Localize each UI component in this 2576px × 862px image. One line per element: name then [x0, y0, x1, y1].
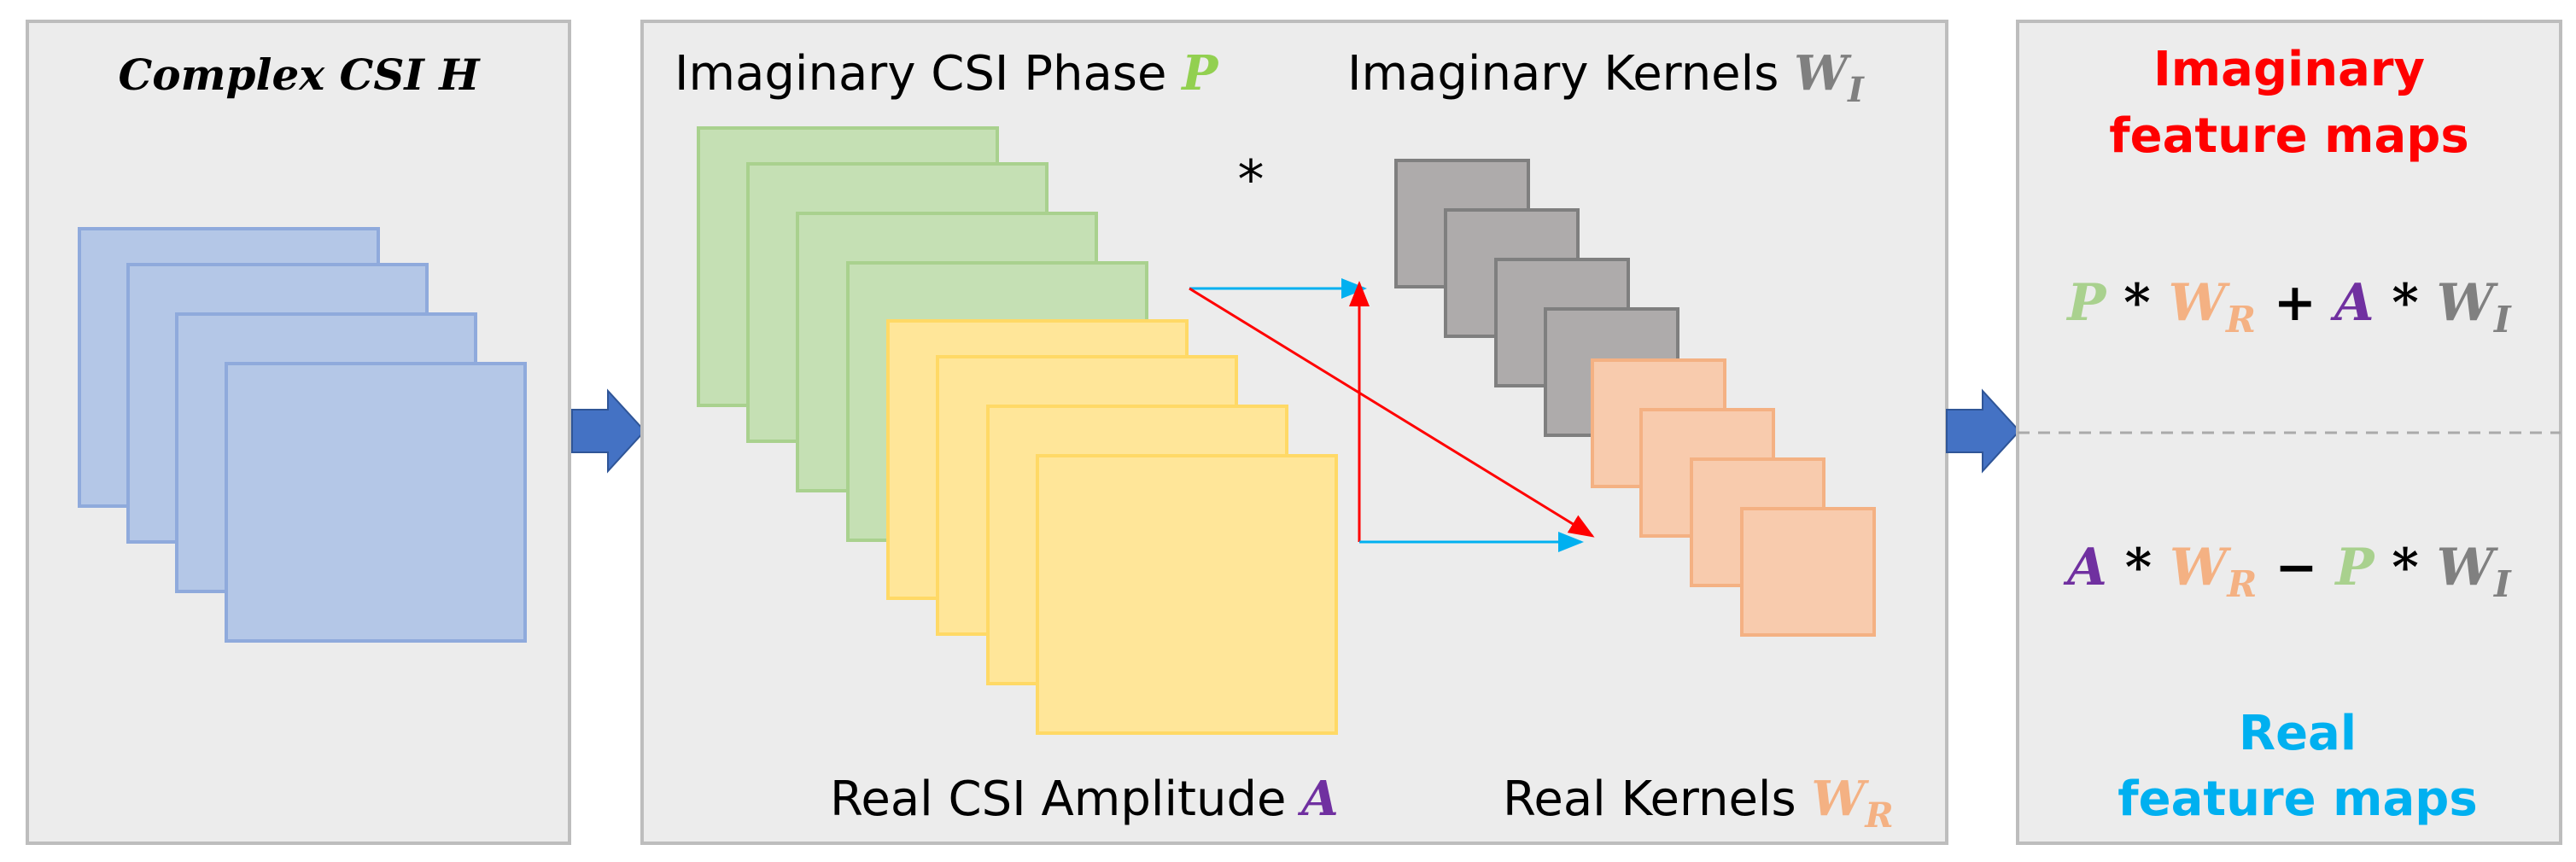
conv-connection-arrows	[1189, 278, 1595, 552]
convolution-operator: *	[1238, 149, 1265, 211]
imag-phase-label: Imaginary CSI Phase P	[675, 45, 1219, 102]
conv-panel: Imaginary CSI Phase P Imaginary Kernels …	[640, 20, 1948, 845]
input-panel-title: Complex CSI H	[119, 50, 482, 100]
real-kernel	[1740, 507, 1876, 637]
amplitude-map	[1036, 454, 1338, 735]
real-kernels-label: Real Kernels WR	[1503, 771, 1894, 836]
complex-csi-stack	[78, 227, 527, 643]
output-panel: Imaginary feature maps P * WR + A * WI A…	[2016, 20, 2562, 845]
imag-kernels-label: Imaginary Kernels WI	[1347, 45, 1865, 110]
real-feature-maps-title-2: feature maps	[2117, 772, 2477, 827]
real-amp-label: Real CSI Amplitude A	[830, 771, 1339, 827]
real-kernel-stack	[1591, 358, 1876, 637]
flow-arrow-conv-to-output	[1946, 388, 2021, 474]
imag-feature-maps-title: Imaginary	[2153, 42, 2425, 97]
real-feature-maps-title: Real	[2239, 706, 2357, 761]
imag-feature-maps-title-2: feature maps	[2109, 108, 2468, 164]
input-panel: Complex CSI H	[26, 20, 571, 845]
real-feature-formula: A * WR − P * WI	[2063, 538, 2512, 605]
flow-arrow-input-to-conv	[571, 388, 646, 474]
phase-to-real-kernel-arrow	[1189, 287, 1595, 538]
imag-feature-formula: P * WR + A * WI	[2065, 273, 2512, 341]
amplitude-stack	[886, 319, 1338, 735]
complex-csi-map	[225, 362, 527, 643]
